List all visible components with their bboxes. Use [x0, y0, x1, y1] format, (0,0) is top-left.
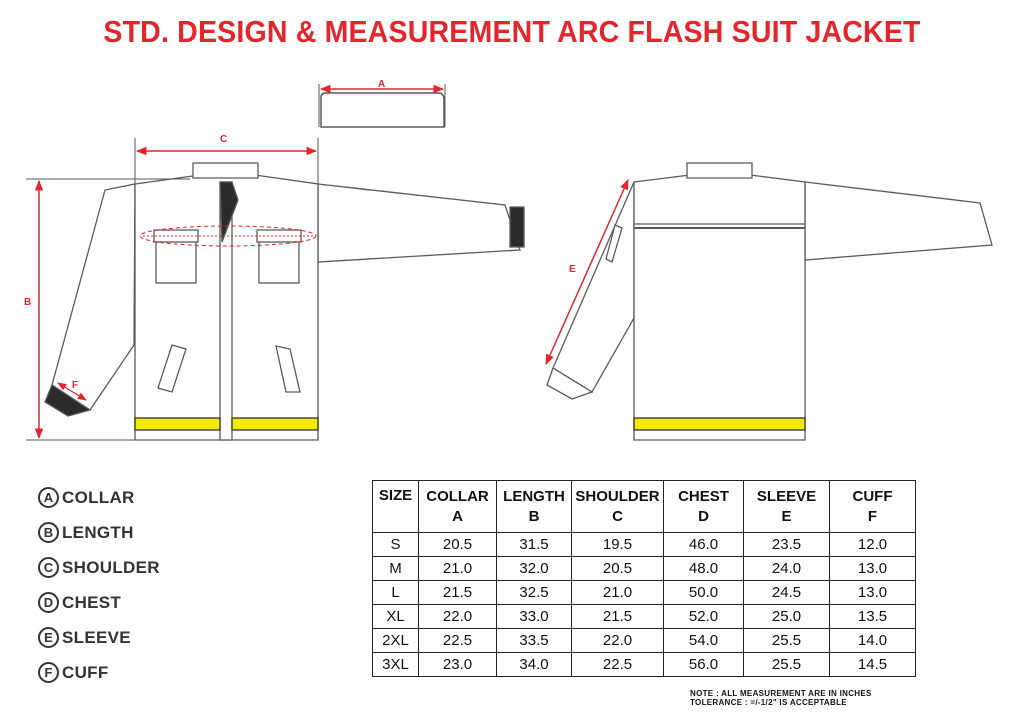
table-cell: 14.5 — [829, 652, 916, 677]
legend-label-chest: CHEST — [62, 592, 122, 612]
table-cell: 24.5 — [743, 580, 830, 605]
table-cell: 3XL — [372, 652, 419, 677]
legend-item-sleeve: E SLEEVE — [38, 620, 160, 655]
table-cell: 52.0 — [663, 604, 744, 629]
dimension-label-f: F — [72, 380, 78, 391]
table-cell: 20.5 — [571, 556, 664, 581]
legend-letter-e: E — [38, 627, 59, 648]
legend-label-length: LENGTH — [62, 522, 134, 542]
table-cell: 25.0 — [743, 604, 830, 629]
table-cell: 33.0 — [496, 604, 572, 629]
dimension-label-a: A — [378, 79, 385, 90]
table-cell: 12.0 — [829, 532, 916, 557]
table-cell: S — [372, 532, 419, 557]
table-cell: 48.0 — [663, 556, 744, 581]
table-cell: 13.0 — [829, 580, 916, 605]
header-size: SIZE — [372, 480, 419, 533]
table-cell: XL — [372, 604, 419, 629]
table-row: 3XL 23.0 34.0 22.5 56.0 25.5 14.5 — [372, 652, 916, 677]
legend-item-chest: D CHEST — [38, 585, 160, 620]
table-row: L 21.5 32.5 21.0 50.0 24.5 13.0 — [372, 580, 916, 605]
table-cell: 21.0 — [418, 556, 497, 581]
legend-label-sleeve: SLEEVE — [62, 627, 131, 647]
table-cell: 34.0 — [496, 652, 572, 677]
table-cell: 31.5 — [496, 532, 572, 557]
table-cell: 22.0 — [571, 628, 664, 653]
table-cell: 32.5 — [496, 580, 572, 605]
note-units: NOTE : ALL MEASUREMENT ARE IN INCHES — [690, 689, 872, 698]
jacket-back-view — [546, 162, 993, 441]
table-cell: 46.0 — [663, 532, 744, 557]
table-row: 2XL 22.5 33.5 22.0 54.0 25.5 14.0 — [372, 628, 916, 653]
table-cell: 14.0 — [829, 628, 916, 653]
legend-item-collar: A COLLAR — [38, 480, 160, 515]
table-cell: 13.5 — [829, 604, 916, 629]
measurement-legend: A COLLAR B LENGTH C SHOULDER D CHEST E S… — [38, 480, 160, 690]
measurement-note: NOTE : ALL MEASUREMENT ARE IN INCHES TOL… — [690, 689, 872, 707]
legend-letter-c: C — [38, 557, 59, 578]
table-cell: 32.0 — [496, 556, 572, 581]
table-cell: 33.5 — [496, 628, 572, 653]
table-cell: 22.5 — [571, 652, 664, 677]
table-cell: 22.5 — [418, 628, 497, 653]
note-tolerance: TOLERANCE : =/-1/2" IS ACCEPTABLE — [690, 698, 847, 707]
dimension-label-c: C — [220, 134, 227, 145]
table-cell: 25.5 — [743, 652, 830, 677]
table-cell: 50.0 — [663, 580, 744, 605]
table-row: S 20.5 31.5 19.5 46.0 23.5 12.0 — [372, 532, 916, 557]
table-cell: 13.0 — [829, 556, 916, 581]
table-cell: 20.5 — [418, 532, 497, 557]
jacket-front-view — [44, 162, 525, 441]
legend-label-shoulder: SHOULDER — [62, 557, 160, 577]
legend-letter-d: D — [38, 592, 59, 613]
table-cell: 24.0 — [743, 556, 830, 581]
table-cell: L — [372, 580, 419, 605]
table-cell: 23.5 — [743, 532, 830, 557]
page-title: STD. DESIGN & MEASUREMENT ARC FLASH SUIT… — [103, 14, 921, 49]
legend-label-collar: COLLAR — [62, 487, 135, 507]
jacket-technical-drawing: A C B F — [24, 79, 993, 441]
legend-letter-a: A — [38, 487, 59, 508]
table-cell: 56.0 — [663, 652, 744, 677]
legend-letter-f: F — [38, 662, 59, 683]
table-cell: 23.0 — [418, 652, 497, 677]
table-cell: 19.5 — [571, 532, 664, 557]
table-row: M 21.0 32.0 20.5 48.0 24.0 13.0 — [372, 556, 916, 581]
table-cell: 22.0 — [418, 604, 497, 629]
collar-detail: A — [318, 79, 446, 128]
legend-letter-b: B — [38, 522, 59, 543]
legend-item-cuff: F CUFF — [38, 655, 160, 690]
table-row: XL 22.0 33.0 21.5 52.0 25.0 13.5 — [372, 604, 916, 629]
legend-item-shoulder: C SHOULDER — [38, 550, 160, 585]
table-cell: 21.5 — [418, 580, 497, 605]
table-cell: 54.0 — [663, 628, 744, 653]
table-cell: M — [372, 556, 419, 581]
dimension-label-b: B — [24, 297, 31, 308]
table-cell: 21.0 — [571, 580, 664, 605]
table-cell: 21.5 — [571, 604, 664, 629]
dimension-label-e: E — [569, 264, 576, 275]
table-cell: 25.5 — [743, 628, 830, 653]
legend-label-cuff: CUFF — [62, 662, 109, 682]
legend-item-length: B LENGTH — [38, 515, 160, 550]
table-cell: 2XL — [372, 628, 419, 653]
